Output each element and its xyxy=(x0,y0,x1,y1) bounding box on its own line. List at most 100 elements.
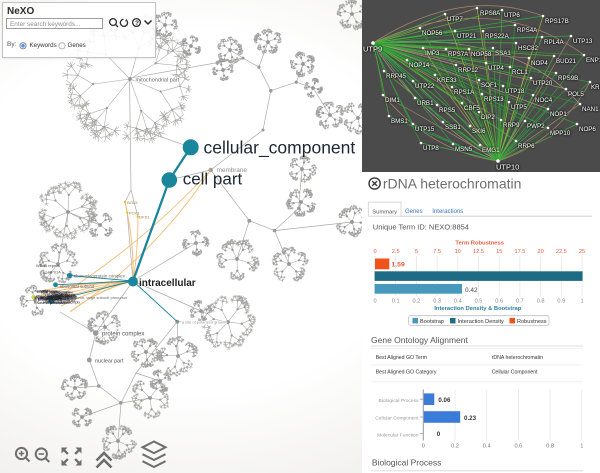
svg-text:0.7: 0.7 xyxy=(516,299,524,305)
svg-text:0.2: 0.2 xyxy=(451,444,459,450)
svg-text:ribosomal subunit: ribosomal subunit xyxy=(60,284,95,289)
svg-text:17.5: 17.5 xyxy=(514,249,525,255)
svg-text:RPS17B: RPS17B xyxy=(545,18,569,25)
svg-text:0.42: 0.42 xyxy=(465,287,478,294)
svg-text:processome: processome xyxy=(50,301,71,305)
svg-text:cell part: cell part xyxy=(183,170,243,189)
svg-text:0.6: 0.6 xyxy=(495,299,503,305)
svg-text:UTP7: UTP7 xyxy=(447,16,463,23)
svg-text:RPS7A: RPS7A xyxy=(448,51,469,58)
svg-text:0.4: 0.4 xyxy=(483,444,491,450)
svg-text:NOP6: NOP6 xyxy=(579,126,596,133)
svg-text:0.8: 0.8 xyxy=(537,299,545,305)
svg-text:RPS5: RPS5 xyxy=(439,107,456,114)
svg-text:10: 10 xyxy=(455,249,461,255)
svg-text:IMP3: IMP3 xyxy=(425,50,440,57)
svg-text:RNase MRP: RNase MRP xyxy=(47,297,69,301)
svg-text:ENP1: ENP1 xyxy=(586,57,600,64)
svg-text:UTP15: UTP15 xyxy=(415,126,435,133)
svg-text:20: 20 xyxy=(537,249,543,255)
svg-text:Best Aligned GO Term: Best Aligned GO Term xyxy=(376,355,427,361)
svg-text:MSN5: MSN5 xyxy=(455,146,473,153)
svg-text:RPS22A: RPS22A xyxy=(485,33,510,40)
svg-text:1: 1 xyxy=(580,299,583,305)
svg-text:UTP20: UTP20 xyxy=(533,80,553,87)
svg-text:RRP6: RRP6 xyxy=(518,143,535,150)
svg-text:preribosome, large subunit pre: preribosome, large subunit precursor xyxy=(62,295,128,300)
svg-text:0.4: 0.4 xyxy=(454,299,462,305)
svg-text:UTP5: UTP5 xyxy=(511,104,527,111)
svg-text:0.6: 0.6 xyxy=(515,444,523,450)
svg-text:0.5: 0.5 xyxy=(475,299,483,305)
svg-text:NOP14: NOP14 xyxy=(409,62,430,69)
svg-text:UTP22: UTP22 xyxy=(415,83,435,90)
svg-text:BUD21: BUD21 xyxy=(556,58,577,65)
svg-text:DFS1: DFS1 xyxy=(139,215,150,220)
svg-text:1.59: 1.59 xyxy=(392,262,405,269)
svg-text:Genes: Genes xyxy=(405,209,423,215)
svg-text:2.5: 2.5 xyxy=(392,249,400,255)
svg-text:Robustness: Robustness xyxy=(517,319,547,325)
svg-text:90S preribosome: 90S preribosome xyxy=(41,289,71,294)
svg-text:t-UTP complex: t-UTP complex xyxy=(51,297,76,301)
svg-text:NOC4: NOC4 xyxy=(535,97,553,104)
svg-text:0: 0 xyxy=(373,299,376,305)
svg-text:SSB1: SSB1 xyxy=(445,124,461,131)
svg-text:0.06: 0.06 xyxy=(438,397,451,404)
svg-text:nucleolar cmplx: nucleolar cmplx xyxy=(54,300,80,304)
svg-text:MPP10: MPP10 xyxy=(550,130,571,137)
svg-text:NOP1: NOP1 xyxy=(550,111,567,118)
svg-text:RCL1: RCL1 xyxy=(512,69,528,76)
svg-text:PWP2: PWP2 xyxy=(527,123,545,130)
svg-text:22.5: 22.5 xyxy=(556,249,567,255)
svg-text:0.8: 0.8 xyxy=(546,444,554,450)
svg-text:URB1: URB1 xyxy=(417,100,434,107)
svg-text:preribosome: preribosome xyxy=(34,296,52,300)
svg-text:RPS13: RPS13 xyxy=(484,96,504,103)
svg-text:1: 1 xyxy=(580,444,583,450)
svg-text:?: ? xyxy=(135,20,139,27)
svg-text:PCK1: PCK1 xyxy=(129,211,140,216)
svg-text:mitochondrial part: mitochondrial part xyxy=(136,78,180,84)
svg-text:RRP9: RRP9 xyxy=(503,122,520,129)
svg-text:0.2: 0.2 xyxy=(413,299,421,305)
svg-text:pre-rRNA cmplx: pre-rRNA cmplx xyxy=(47,295,76,300)
svg-text:KRE33: KRE33 xyxy=(437,77,457,84)
svg-text:Molecular Function: Molecular Function xyxy=(377,433,419,439)
svg-text:RPS8A: RPS8A xyxy=(480,10,501,17)
svg-text:ribosome: ribosome xyxy=(43,289,57,293)
svg-text:NAN1: NAN1 xyxy=(582,106,599,113)
svg-text:snoRNP cmplx: snoRNP cmplx xyxy=(37,290,60,294)
svg-text:90S preribosome: 90S preribosome xyxy=(40,295,69,299)
svg-text:exosome: exosome xyxy=(35,289,49,293)
svg-text:pre-ribosome: pre-ribosome xyxy=(48,294,70,298)
svg-text:RNase P: RNase P xyxy=(51,291,68,296)
svg-text:0.23: 0.23 xyxy=(464,415,477,422)
svg-text:Unique Term ID: NEXO:8854: Unique Term ID: NEXO:8854 xyxy=(373,223,469,232)
svg-text:RRP45: RRP45 xyxy=(386,73,407,80)
svg-text:HSC82: HSC82 xyxy=(518,45,539,52)
svg-text:RPS9B: RPS9B xyxy=(558,75,578,82)
svg-text:cellular_component: cellular_component xyxy=(204,138,356,159)
svg-text:ribonucleoprotein complex: ribonucleoprotein complex xyxy=(74,273,126,278)
svg-text:0.9: 0.9 xyxy=(557,299,565,305)
svg-text:membrane: membrane xyxy=(217,167,248,174)
svg-text:EMG1: EMG1 xyxy=(482,147,500,154)
svg-text:rRNA processing: rRNA processing xyxy=(49,295,78,299)
svg-text:small nucleolar: small nucleolar xyxy=(47,295,71,299)
svg-text:ribosome: ribosome xyxy=(55,294,71,298)
svg-text:rRNA processing: rRNA processing xyxy=(38,296,69,301)
svg-text:BMS1: BMS1 xyxy=(391,118,408,125)
svg-text:intracellular: intracellular xyxy=(139,278,196,289)
svg-text:a site of polarized growth: a site of polarized growth xyxy=(182,319,226,324)
svg-text:UTP9: UTP9 xyxy=(363,45,382,54)
svg-text:POL5: POL5 xyxy=(568,91,584,98)
svg-text:RPL4A: RPL4A xyxy=(544,39,564,46)
svg-text:Interactions: Interactions xyxy=(432,209,463,215)
svg-text:RNase MRP: RNase MRP xyxy=(34,301,54,305)
svg-text:SOF1: SOF1 xyxy=(481,82,498,89)
svg-text:Gene Ontology Alignment: Gene Ontology Alignment xyxy=(371,335,469,345)
svg-text:RPS1A: RPS1A xyxy=(454,89,475,96)
svg-text:25: 25 xyxy=(579,249,585,255)
svg-text:NOP58: NOP58 xyxy=(471,51,492,58)
